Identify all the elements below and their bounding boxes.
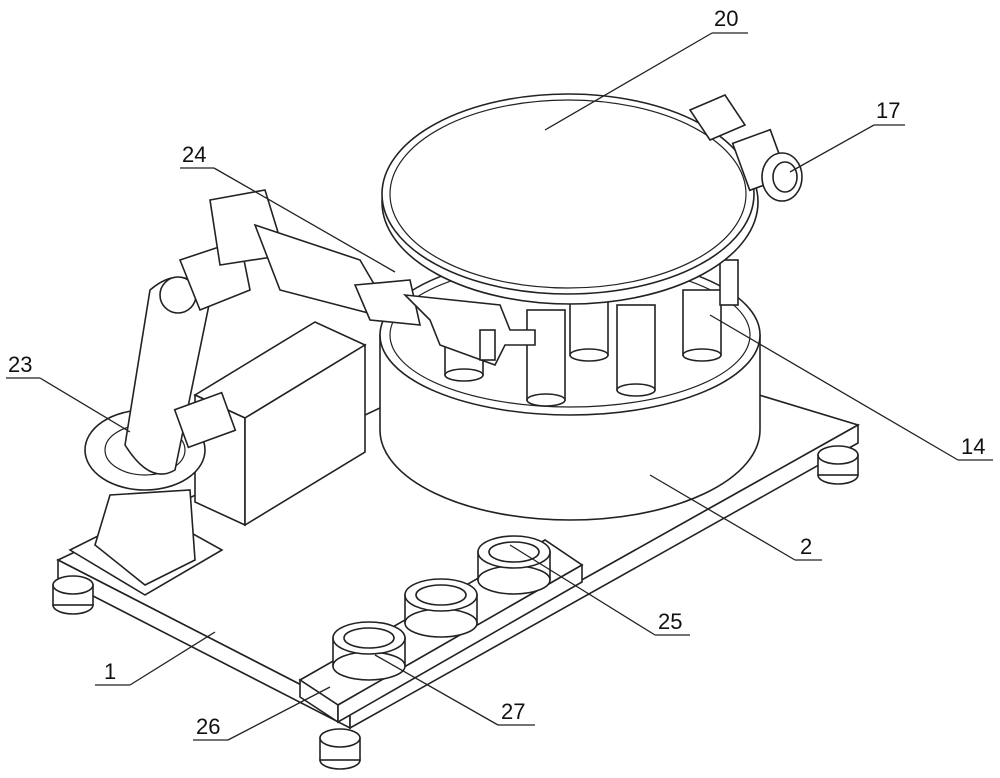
label-25: 25 [658,611,682,633]
ring-middle [405,579,477,637]
label-24: 24 [182,144,206,166]
ring-27 [333,622,405,680]
label-1: 1 [104,661,116,683]
label-2: 2 [800,536,812,558]
label-23: 23 [8,354,32,376]
ring-25 [478,536,550,594]
label-26: 26 [196,716,220,738]
label-14: 14 [961,436,985,458]
label-17: 17 [876,100,900,122]
label-27: 27 [501,701,525,723]
label-20: 20 [714,8,738,30]
